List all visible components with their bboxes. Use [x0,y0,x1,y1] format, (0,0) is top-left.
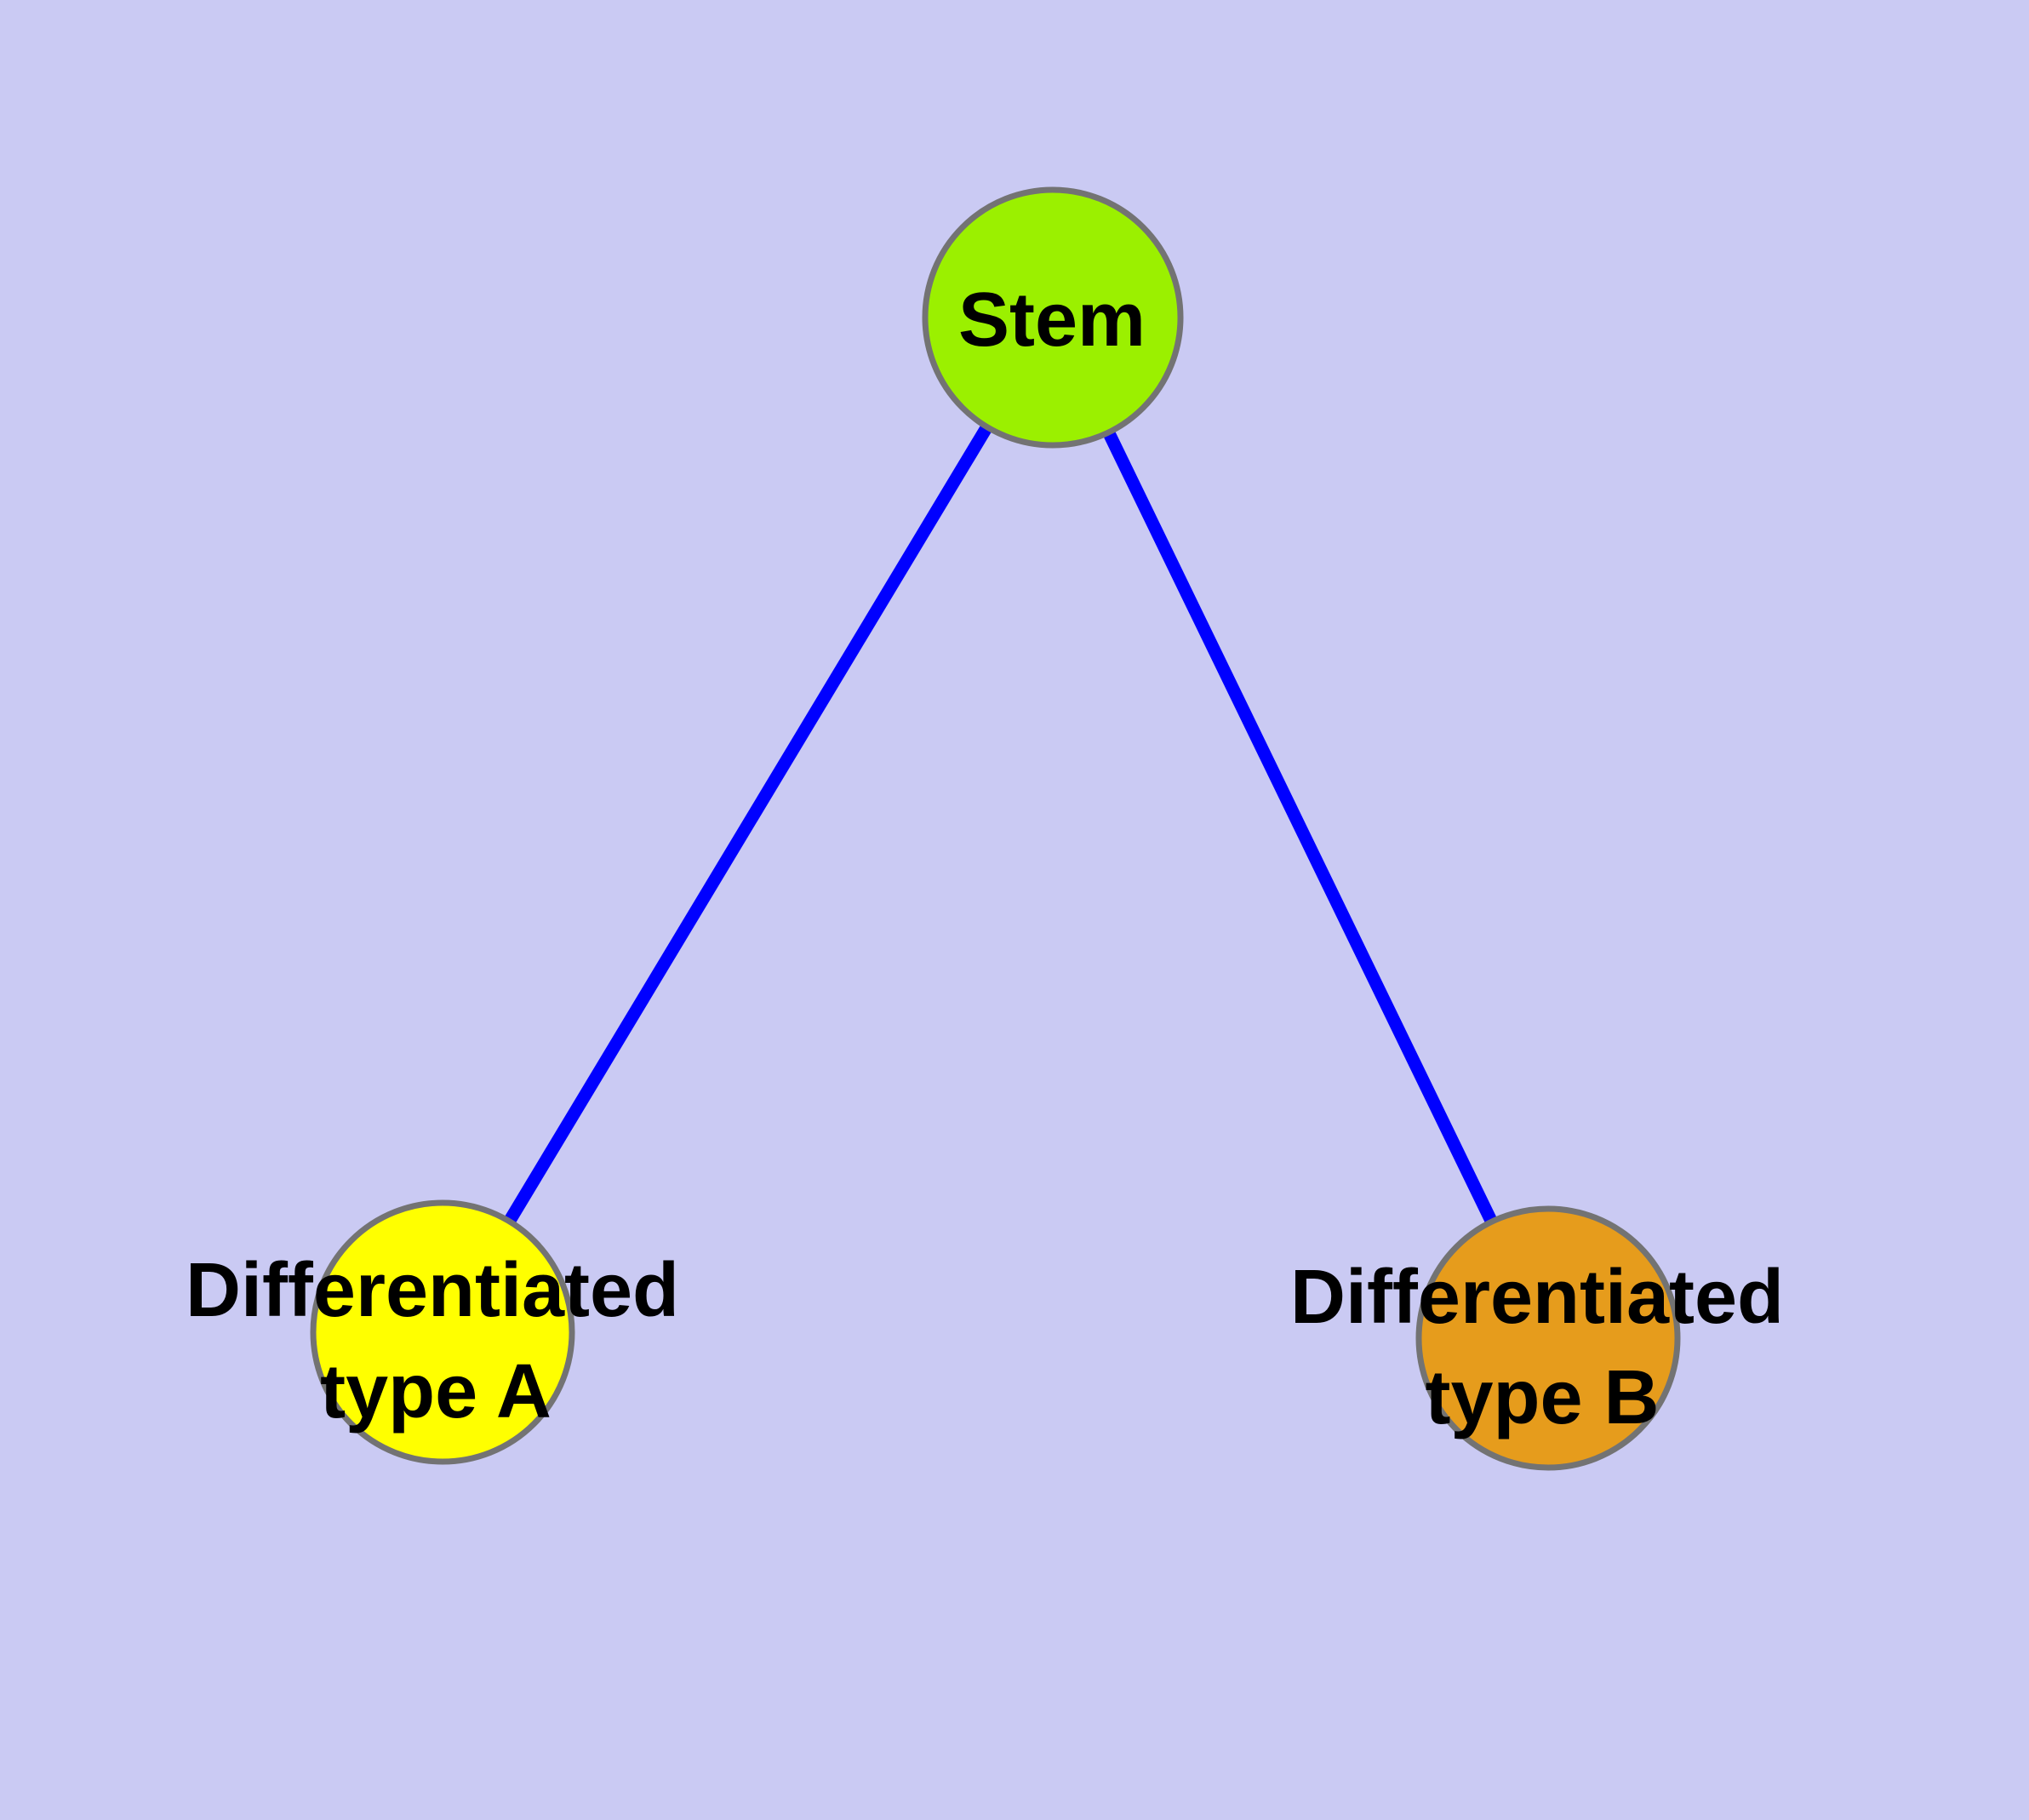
node-type-a-label-line-2: type A [320,1349,552,1434]
node-stem [922,186,1184,449]
edge-stem-to-type-a [437,314,1059,1336]
node-stem-label: Stem [958,278,1146,363]
node-differentiated-type-a [310,1199,575,1465]
node-differentiated-type-b [1415,1205,1681,1471]
node-type-a-label-line-1: Differentiated [186,1248,679,1333]
edge-stem-to-type-b [1047,314,1554,1342]
node-type-b-label-line-2: type B [1425,1355,1659,1440]
node-type-b-label-line-1: Differentiated [1290,1255,1784,1340]
